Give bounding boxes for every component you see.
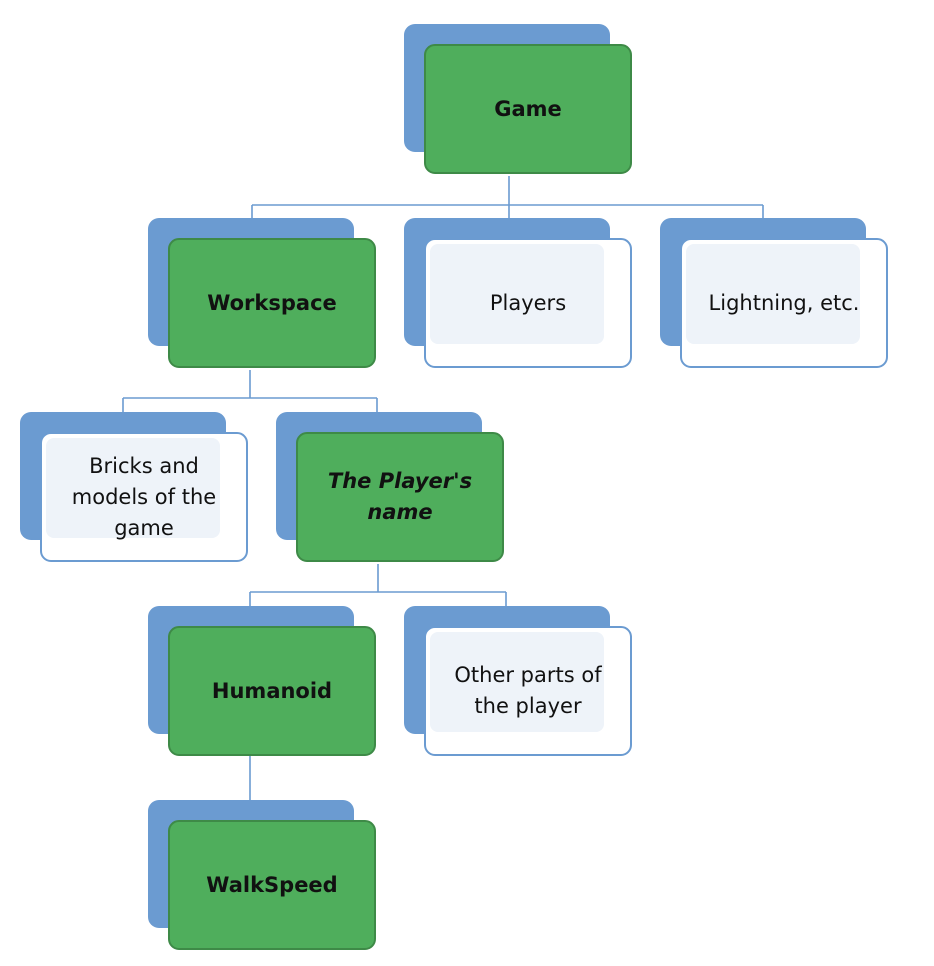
connector-workspace-children xyxy=(122,370,378,412)
node-label: Bricks and models of the game xyxy=(71,453,217,540)
node-label: The Player's name xyxy=(327,469,473,524)
node-lightning: Lightning, etc. xyxy=(660,218,892,374)
node-game: Game xyxy=(404,24,636,180)
node-box: Lightning, etc. xyxy=(680,238,888,368)
node-players: Players xyxy=(404,218,636,374)
node-humanoid: Humanoid xyxy=(148,606,380,762)
connector-game-children xyxy=(251,176,764,218)
node-other-parts: Other parts of the player xyxy=(404,606,636,762)
node-label: Players xyxy=(489,290,567,315)
node-label: Other parts of the player xyxy=(454,663,602,718)
connector-playername-children xyxy=(249,564,507,606)
node-label: Game xyxy=(494,97,562,121)
node-workspace: Workspace xyxy=(148,218,380,374)
node-box: Bricks and models of the game xyxy=(40,432,248,562)
node-box: Workspace xyxy=(168,238,376,368)
node-walkspeed: WalkSpeed xyxy=(148,800,380,956)
node-box: Game xyxy=(424,44,632,174)
node-box: Humanoid xyxy=(168,626,376,756)
node-box: Other parts of the player xyxy=(424,626,632,756)
node-players-name: The Player's name xyxy=(276,412,508,568)
node-box: WalkSpeed xyxy=(168,820,376,950)
node-label: Workspace xyxy=(207,291,337,315)
node-label: Humanoid xyxy=(211,679,333,703)
node-box: The Player's name xyxy=(296,432,504,562)
node-box: Players xyxy=(424,238,632,368)
node-label: Lightning, etc. xyxy=(708,290,860,315)
node-bricks: Bricks and models of the game xyxy=(20,412,252,568)
node-label: WalkSpeed xyxy=(206,873,338,897)
